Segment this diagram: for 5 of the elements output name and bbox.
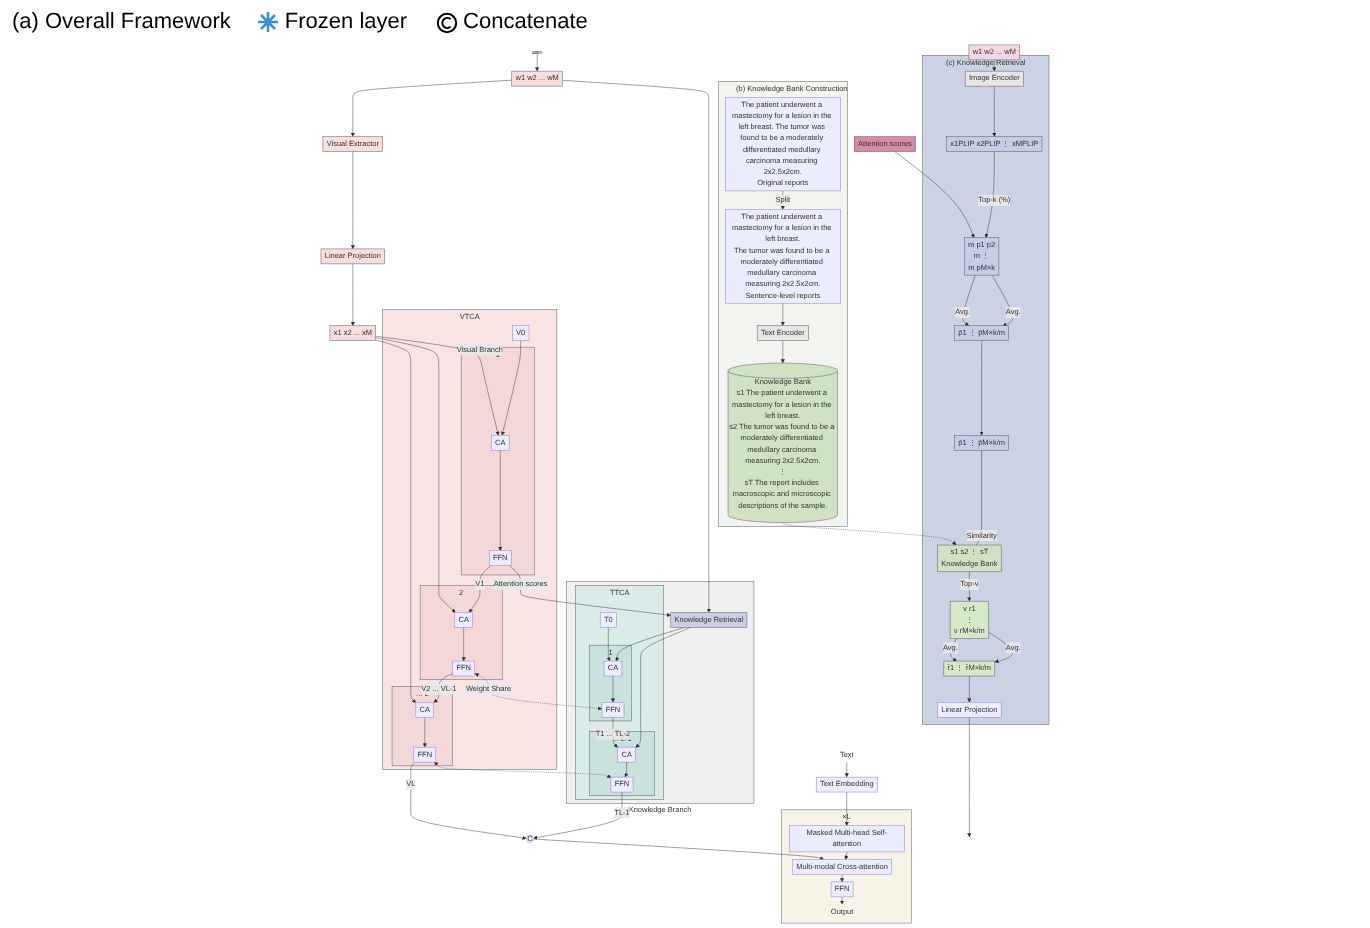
arrow (535, 53, 540, 72)
legend-label: Concatenate (463, 10, 588, 34)
arrow (844, 851, 849, 860)
figure-caption: (a) Overall Framework (12, 10, 231, 34)
legend-label: Frozen layer (284, 10, 408, 34)
